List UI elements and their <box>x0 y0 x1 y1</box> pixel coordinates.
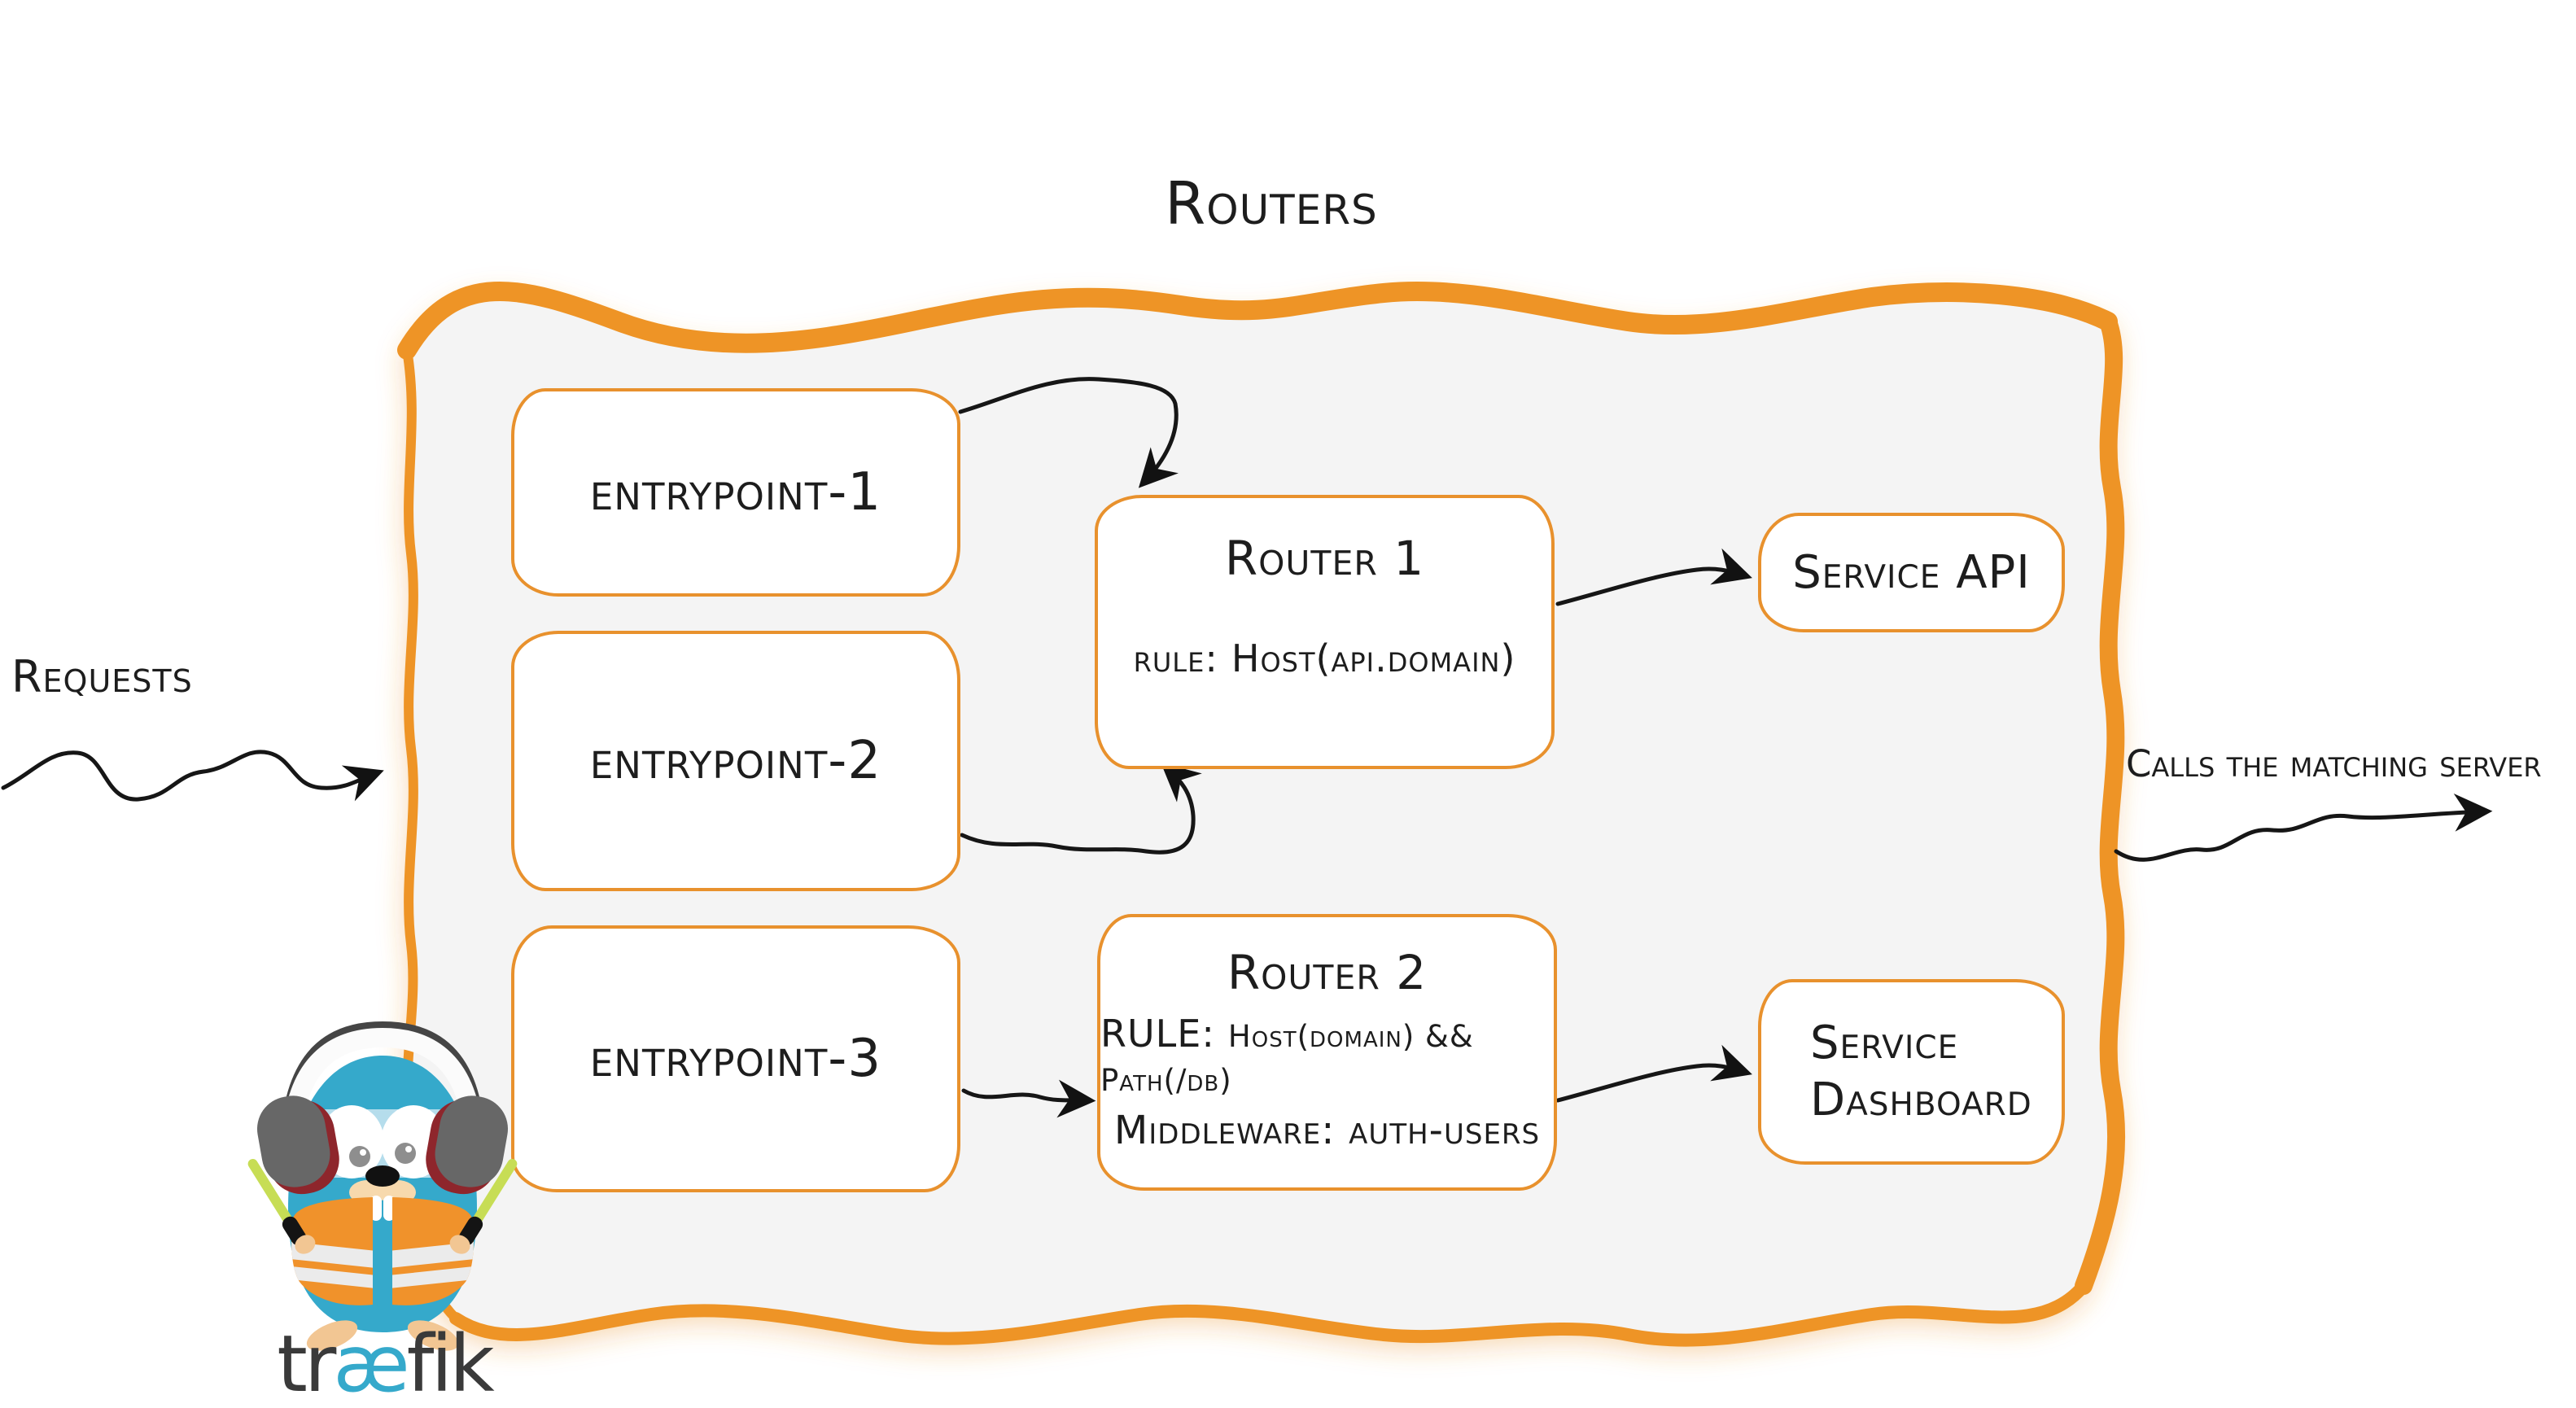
container-bottom-edge <box>449 1279 2090 1347</box>
entrypoint-1-label: entrypoint-1 <box>589 462 882 523</box>
entrypoint-3-box: entrypoint-3 <box>511 925 960 1192</box>
router-1-rule-value: Host(api.domain) <box>1231 636 1516 680</box>
gopher-nose <box>365 1165 400 1187</box>
service-api-label: Service API <box>1792 545 2031 599</box>
traefik-wordmark: træfik <box>221 1325 547 1403</box>
gopher-headphones <box>256 1021 509 1195</box>
router-2-rule: RULE:Host(domain) && Path(/db) <box>1100 1012 1554 1100</box>
gopher-pupil-left <box>349 1146 370 1167</box>
arrow-router2-to-service-dashboard <box>1555 1044 1752 1103</box>
arrow-entrypoint1-to-router1 <box>958 377 1179 488</box>
gopher-earcup-left <box>256 1095 339 1195</box>
gopher-tooth <box>383 1196 395 1221</box>
gopher-wand-left <box>247 1159 316 1254</box>
traefik-gopher-icon <box>247 1021 518 1351</box>
service-dashboard-box: Service Dashboard <box>1758 979 2065 1165</box>
requests-arrow <box>1 750 384 802</box>
calls-label: Calls the matching server <box>2126 742 2542 785</box>
router-1-box: Router 1 rule: Host(api.domain) <box>1095 495 1555 769</box>
entrypoint-2-box: entrypoint-2 <box>511 631 960 891</box>
container-top-edge <box>397 281 2118 360</box>
router-2-box: Router 2 RULE:Host(domain) && Path(/db) … <box>1097 914 1557 1191</box>
gopher-pupil-glint <box>405 1146 412 1152</box>
router-2-rule-value: Host(domain) && Path(/db) <box>1100 1019 1474 1098</box>
entrypoint-1-box: entrypoint-1 <box>511 388 960 597</box>
gopher-pupil-right <box>395 1143 416 1164</box>
router-1-rule-label: rule: <box>1133 636 1218 680</box>
router-1-rule: rule: Host(api.domain) <box>1134 636 1516 680</box>
page-title: Routers <box>1165 169 1378 238</box>
gopher-earcup-right <box>426 1095 509 1195</box>
router-2-name: Router 2 <box>1227 945 1428 1000</box>
container-right-edge <box>2075 313 2126 1295</box>
entrypoint-2-label: entrypoint-2 <box>589 731 882 791</box>
router-1-name: Router 1 <box>1224 531 1425 586</box>
service-api-box: Service API <box>1758 513 2065 632</box>
gopher-foot-left <box>306 1320 358 1351</box>
entrypoint-3-label: entrypoint-3 <box>589 1029 882 1089</box>
router-2-rule-label: RULE: <box>1100 1012 1215 1056</box>
arrow-entrypoint2-to-router1 <box>960 763 1202 855</box>
router-2-middleware: Middleware: auth-users <box>1114 1108 1540 1153</box>
arrow-router1-to-service-api <box>1555 548 1752 606</box>
wordmark-part-ae: æ <box>333 1318 409 1408</box>
gopher-foot-right <box>407 1320 459 1351</box>
gopher-wand-right <box>449 1159 518 1254</box>
wordmark-part-fik: fik <box>406 1318 495 1408</box>
router-2-middleware-label: Middleware: <box>1113 1108 1336 1153</box>
arrow-entrypoint3-to-router2 <box>961 1079 1096 1118</box>
wordmark-part-tr: tr <box>277 1318 336 1408</box>
gopher-pupil-glint <box>360 1149 366 1156</box>
router-2-middleware-value: auth-users <box>1349 1108 1541 1153</box>
requests-label: Requests <box>11 651 193 702</box>
calls-arrow <box>2114 794 2493 862</box>
gopher-tooth <box>370 1196 382 1221</box>
service-dashboard-label: Service Dashboard <box>1810 1017 2032 1126</box>
